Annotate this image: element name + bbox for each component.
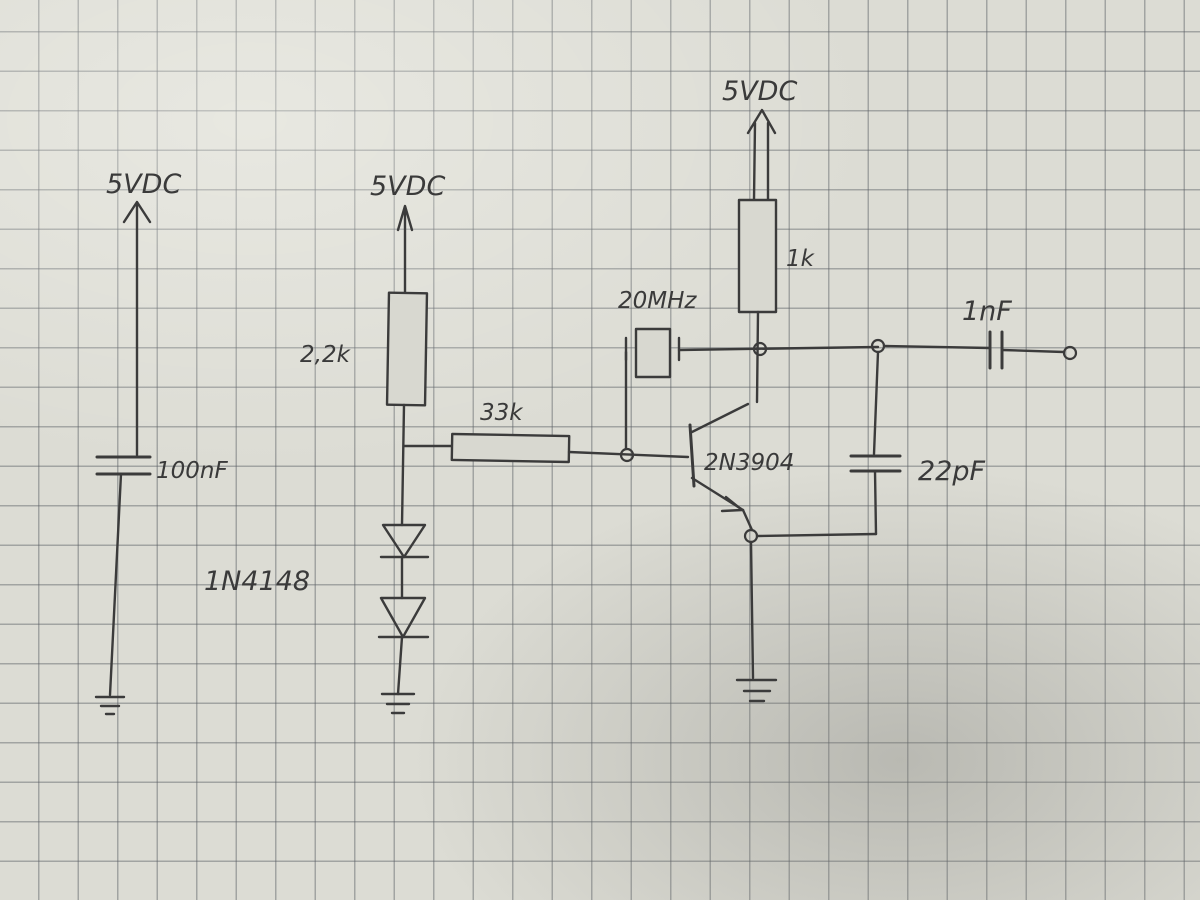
wire-emitter-to-22pf	[755, 532, 878, 538]
output-terminal	[1062, 345, 1078, 361]
wire-bias-node-to-diodes	[400, 403, 406, 527]
label-cap-feedback: 22pF	[918, 456, 985, 487]
supply-arrow-right	[746, 108, 777, 202]
wire-output-node-to-22pf	[872, 350, 880, 456]
junction-emitter	[743, 528, 759, 544]
resistor-2k2-symbol	[385, 291, 429, 407]
wire-output-node-to-1nf	[882, 344, 992, 350]
bias-branch	[377, 204, 454, 715]
wire-1k-to-collector	[755, 310, 760, 404]
resistor-1k-symbol	[737, 198, 778, 314]
ground-symbol-left	[94, 695, 126, 716]
label-supply-right: 5VDC	[722, 76, 797, 107]
label-diodes: 1N4148	[204, 566, 310, 597]
capacitor-22pf-symbol	[849, 454, 902, 473]
label-crystal: 20MHz	[618, 288, 697, 314]
label-supply-mid: 5VDC	[370, 171, 445, 202]
resistor-33k-symbol	[450, 432, 571, 464]
wire-left-cap-to-ground	[108, 472, 123, 697]
label-cap-output: 1nF	[962, 296, 1012, 327]
supply-arrow-left	[122, 200, 152, 457]
transistor-2n3904-symbol	[688, 402, 754, 532]
capacitor-100nf-symbol	[95, 455, 152, 476]
junction-collector	[752, 341, 768, 357]
wire-base-resistor-to-base	[567, 450, 690, 459]
decoupling-branch	[94, 200, 152, 716]
supply-arrow-mid	[396, 204, 414, 295]
wire-crystal-right-to-collector	[677, 345, 880, 352]
ground-symbol-mid	[380, 692, 416, 715]
diode-1n4148-lower	[377, 596, 430, 639]
label-res-base: 33k	[480, 400, 524, 426]
wire-emitter-to-ground	[749, 540, 755, 680]
wire-1nf-to-terminal	[1000, 348, 1066, 354]
label-cap-decoupling: 100nF	[156, 458, 228, 484]
label-supply-left: 5VDC	[106, 169, 181, 200]
diode-1n4148-upper	[379, 523, 430, 559]
label-res-collector: 1k	[786, 246, 816, 272]
crystal-20mhz-symbol	[624, 327, 681, 379]
capacitor-1nf-symbol	[988, 330, 1004, 370]
label-transistor: 2N3904	[704, 450, 794, 476]
ground-symbol-right	[735, 678, 778, 703]
wire-22pf-to-emitter	[873, 469, 878, 536]
label-res-top-bias: 2,2k	[300, 342, 352, 368]
